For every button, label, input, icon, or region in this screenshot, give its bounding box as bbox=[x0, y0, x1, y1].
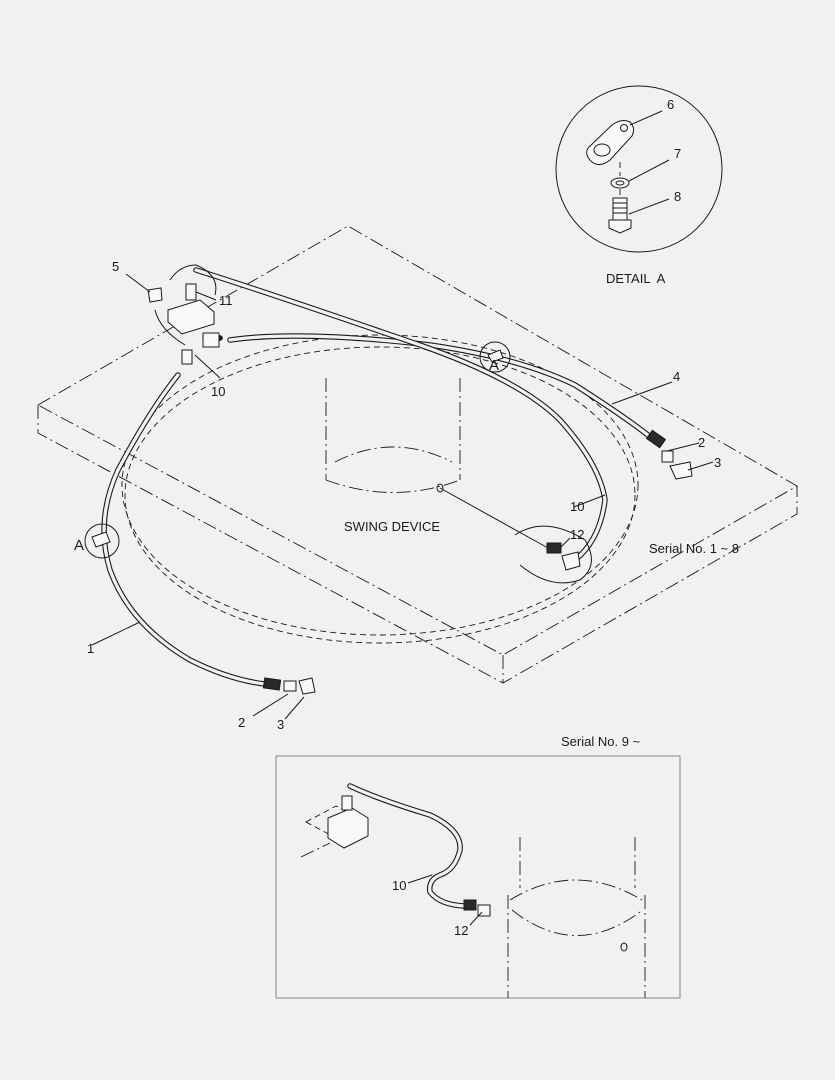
clamp-part-6 bbox=[586, 110, 663, 166]
hose-part-1 bbox=[91, 372, 316, 720]
callout-5: 5 bbox=[112, 259, 119, 274]
block-part-11 bbox=[167, 299, 215, 335]
washer-part-7 bbox=[610, 159, 670, 189]
adapter-part-2-bottom bbox=[283, 680, 297, 692]
detail-a-circle bbox=[555, 85, 723, 253]
serial-9-inset bbox=[275, 755, 681, 999]
swing-device-label: SWING DEVICE bbox=[344, 519, 440, 534]
callout-2-right: 2 bbox=[698, 435, 705, 450]
fittings-top-left bbox=[125, 264, 223, 379]
hose-part-10-long bbox=[193, 267, 608, 571]
elbow-part-3-bottom bbox=[298, 677, 316, 695]
detail-a-title: DETAIL A bbox=[606, 271, 666, 286]
connector-part-11 bbox=[185, 283, 197, 301]
hose-part-4 bbox=[227, 333, 714, 480]
callout-3-bottom: 3 bbox=[277, 717, 284, 732]
inset-block bbox=[327, 807, 369, 849]
callout-12-main: 12 bbox=[570, 527, 584, 542]
callout-4: 4 bbox=[673, 369, 680, 384]
callout-3-right: 3 bbox=[714, 455, 721, 470]
callout-11: 11 bbox=[219, 293, 233, 308]
bolt-part-8 bbox=[608, 197, 670, 234]
detail-a-marker-left bbox=[84, 523, 120, 559]
adapter-part-2-right bbox=[661, 450, 674, 463]
elbow-part-10-left bbox=[202, 332, 220, 348]
callout-1: 1 bbox=[87, 641, 94, 656]
callout-7: 7 bbox=[674, 146, 681, 161]
callout-12-inset: 12 bbox=[454, 923, 468, 938]
callout-8: 8 bbox=[674, 189, 681, 204]
detail-a-marker-upper bbox=[479, 341, 511, 373]
fitting-part-12-main bbox=[439, 487, 592, 584]
callout-6: 6 bbox=[667, 97, 674, 112]
plug-part-5 bbox=[147, 287, 163, 303]
serial-1-8-label: Serial No. 1 ~ 8 bbox=[649, 541, 739, 556]
serial-9-label: Serial No. 9 ~ bbox=[561, 734, 641, 749]
callout-2-bottom: 2 bbox=[238, 715, 245, 730]
inset-fitting-part-12 bbox=[477, 904, 491, 917]
callout-10-left: 10 bbox=[211, 384, 225, 399]
elbow-part-3-right bbox=[669, 461, 693, 480]
detail-a-view bbox=[555, 85, 723, 253]
callout-10-inset: 10 bbox=[392, 878, 406, 893]
callout-10-right: 10 bbox=[570, 499, 584, 514]
detail-a-marker-left-label: A bbox=[74, 537, 84, 554]
inset-frame bbox=[275, 755, 681, 999]
detail-a-marker-upper-label: A bbox=[489, 357, 499, 374]
upper-frame bbox=[37, 225, 798, 684]
